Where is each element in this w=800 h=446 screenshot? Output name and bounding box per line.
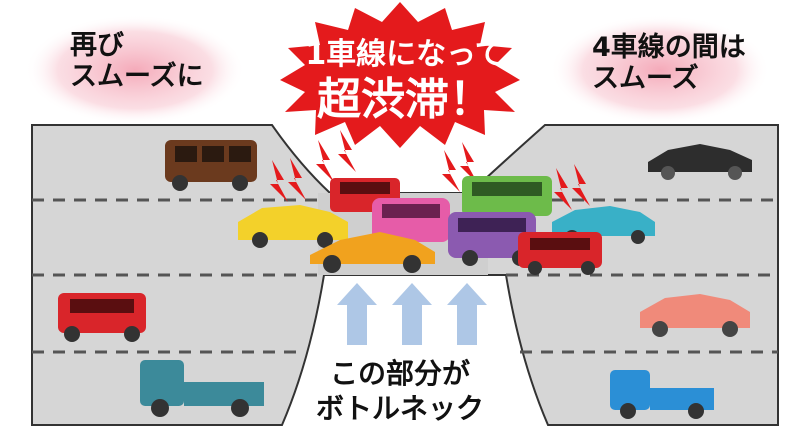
burst-label-line1: 1車線になって [305, 37, 505, 72]
flow-arrows [337, 283, 487, 345]
car-red-kei [58, 293, 146, 342]
right-label-line2: スムーズ [592, 63, 699, 95]
right-label-line1: 4車線の間は [592, 32, 746, 63]
truck-blue [610, 370, 714, 419]
car-pink [372, 198, 450, 242]
burst-label: 1車線になって 超渋滞！ [275, 37, 535, 125]
car-black-sedan [648, 144, 752, 180]
car-orange-sports [310, 232, 435, 273]
car-green-van [462, 176, 552, 216]
left-label-line2: スムーズに [70, 61, 204, 93]
left-label-line1: 再び [70, 30, 124, 61]
right-label: 4車線の間は スムーズ [592, 32, 746, 94]
bottleneck-label-line2: ボトルネック [315, 392, 484, 425]
burst-label-line2: 超渋滞！ [317, 73, 493, 125]
bottleneck-label-line1: この部分が [329, 357, 470, 390]
left-glow [25, 15, 245, 125]
car-salmon [640, 294, 750, 337]
burst-shape [280, 2, 520, 148]
left-label: 再び スムーズに [70, 30, 204, 92]
bottleneck-label: この部分が ボトルネック [300, 356, 500, 426]
car-red-small-right [518, 232, 602, 275]
truck-teal [140, 360, 264, 417]
right-glow [550, 15, 770, 125]
car-yellow [238, 205, 348, 248]
car-brown-van [165, 140, 257, 191]
